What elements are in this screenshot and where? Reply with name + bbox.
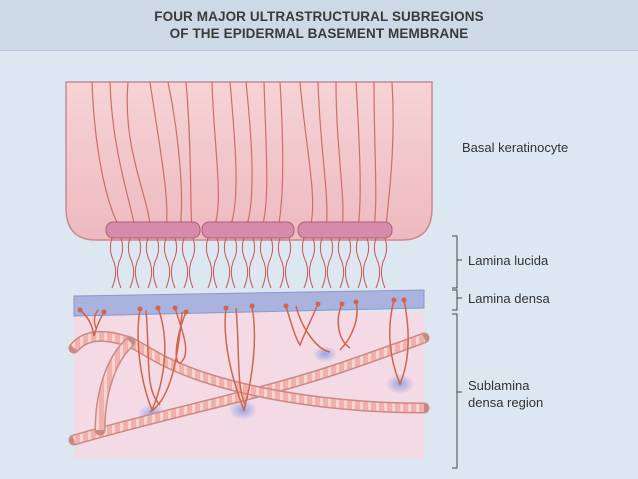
hemidesmosome-1	[105, 221, 201, 239]
bracket-lamina-lucida	[452, 235, 462, 289]
hemidesmosome-3	[297, 221, 393, 239]
title-line-1: FOUR MAJOR ULTRASTRUCTURAL SUBREGIONS	[154, 9, 484, 24]
label-sublamina-line-2: densa region	[468, 395, 544, 410]
label-brackets	[452, 235, 462, 469]
label-sublamina-line-1: Sublamina	[468, 378, 530, 393]
anchoring-plaque-2	[229, 400, 257, 420]
bracket-sublamina-densa	[452, 313, 462, 469]
title-banner: FOUR MAJOR ULTRASTRUCTURAL SUBREGIONS OF…	[0, 0, 638, 51]
label-lamina-lucida: Lamina lucida	[468, 253, 549, 268]
lamina-densa-band	[73, 289, 425, 317]
title-line-2: OF THE EPIDERMAL BASEMENT MEMBRANE	[169, 26, 469, 41]
bracket-lamina-densa	[452, 289, 462, 311]
collagen-fibrils	[68, 330, 430, 446]
fibril-endpoints	[77, 297, 407, 315]
label-lamina-densa: Lamina densa	[468, 291, 550, 306]
anchoring-plaque-3	[313, 346, 337, 362]
keratin-filaments	[91, 81, 394, 229]
hemidesmosome-2	[201, 221, 295, 239]
basal-keratinocyte-cell	[65, 81, 433, 241]
diagram-title: FOUR MAJOR ULTRASTRUCTURAL SUBREGIONS OF…	[0, 8, 638, 42]
anchoring-filaments	[109, 237, 388, 289]
label-basal-keratinocyte: Basal keratinocyte	[462, 140, 569, 155]
anchoring-fibrils	[79, 299, 409, 413]
hemidesmosome-plaques	[105, 221, 393, 239]
